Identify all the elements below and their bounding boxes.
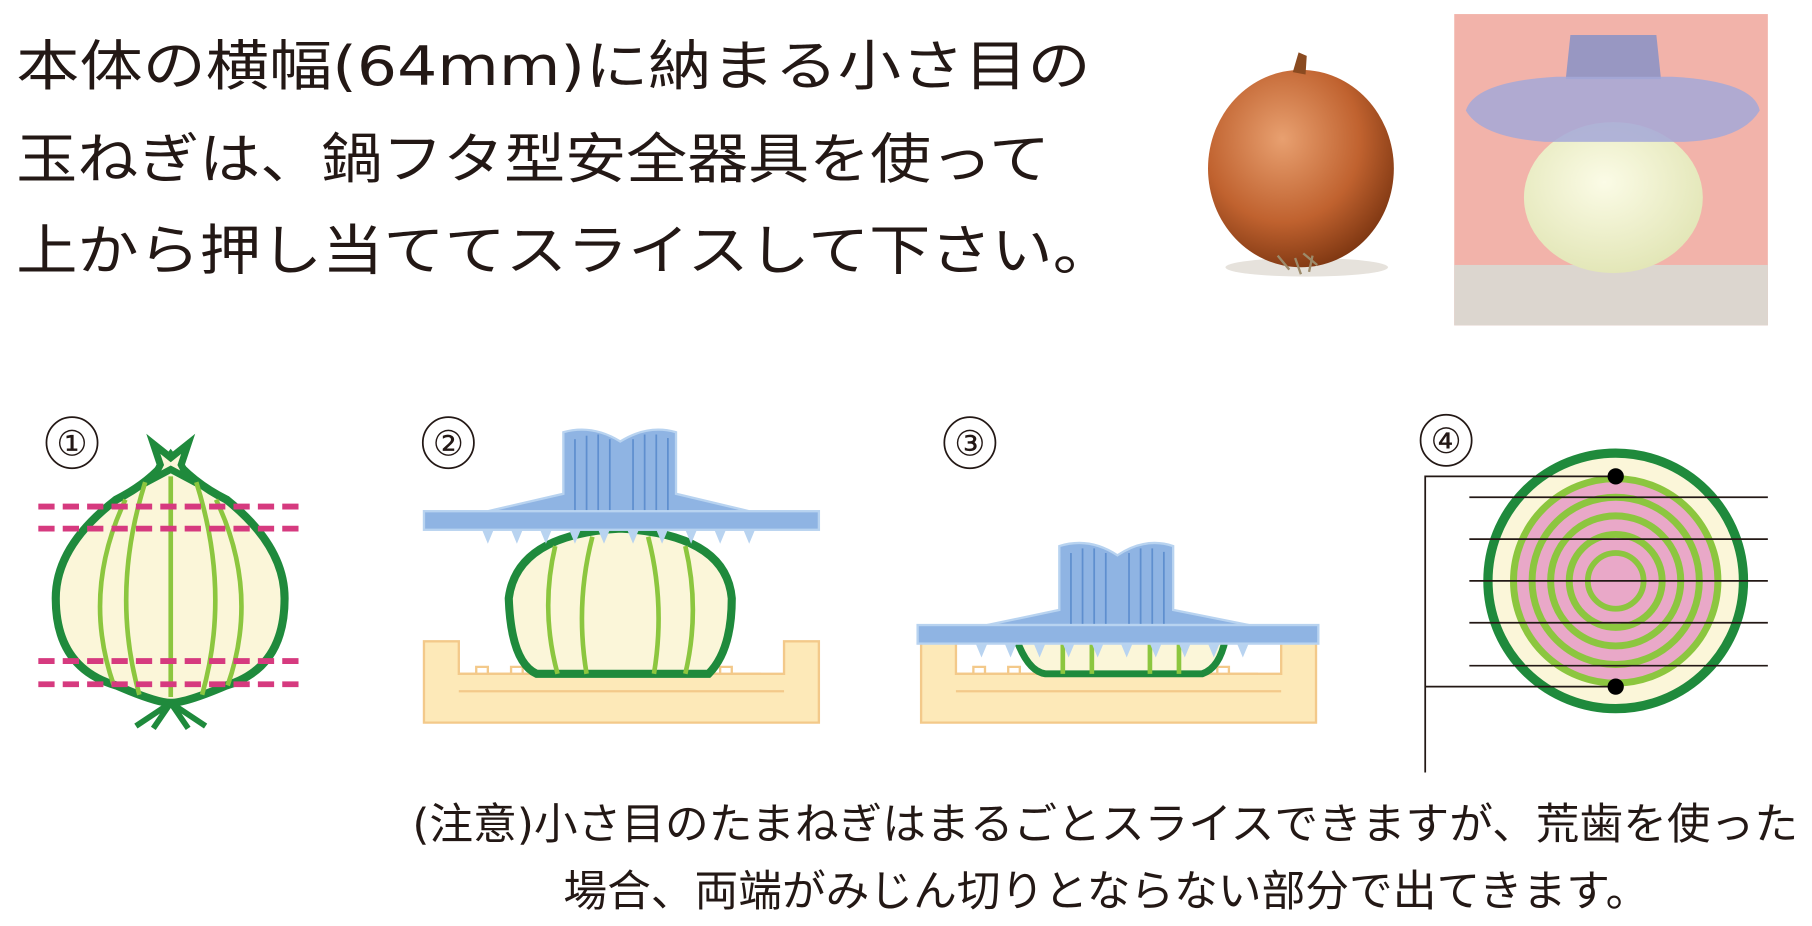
heading-line-2: 玉ねぎは、鍋フタ型安全器具を使って [16, 127, 1050, 191]
note-line-1: (注意)小さ目のたまねぎはまるごとスライスできますが、荒歯を使った [412, 800, 1798, 850]
step-2: ② [421, 416, 821, 724]
step-4: ④ [1419, 413, 1768, 773]
step-3: ③ [916, 416, 1320, 724]
heading: 本体の横幅(64mm)に納まる小さ目の 玉ねぎは、鍋フタ型安全器具を使って 上か… [16, 34, 1114, 283]
step-1-number: ① [56, 424, 87, 464]
onion-photo [1208, 52, 1394, 277]
onion-cross-section-icon [1424, 448, 1768, 773]
note-line-2: 場合、両端がみじん切りとならない部分で出てきます。 [563, 867, 1649, 917]
step-4-number: ④ [1430, 422, 1461, 462]
step-1: ① [38, 416, 300, 731]
step-2-number: ② [433, 424, 464, 464]
onion-with-cut-lines-icon [38, 433, 300, 731]
guard-above-onion-icon [422, 428, 821, 724]
caution-note: (注意)小さ目のたまねぎはまるごとスライスできますが、荒歯を使った 場合、両端が… [412, 800, 1798, 917]
heading-line-1: 本体の横幅(64mm)に納まる小さ目の [16, 34, 1090, 98]
heading-line-3: 上から押し当ててスライスして下さい。 [16, 219, 1114, 283]
guard-pressed-onion-icon [916, 541, 1320, 724]
step-3-number: ③ [954, 424, 985, 464]
guard-photo [1454, 14, 1768, 326]
